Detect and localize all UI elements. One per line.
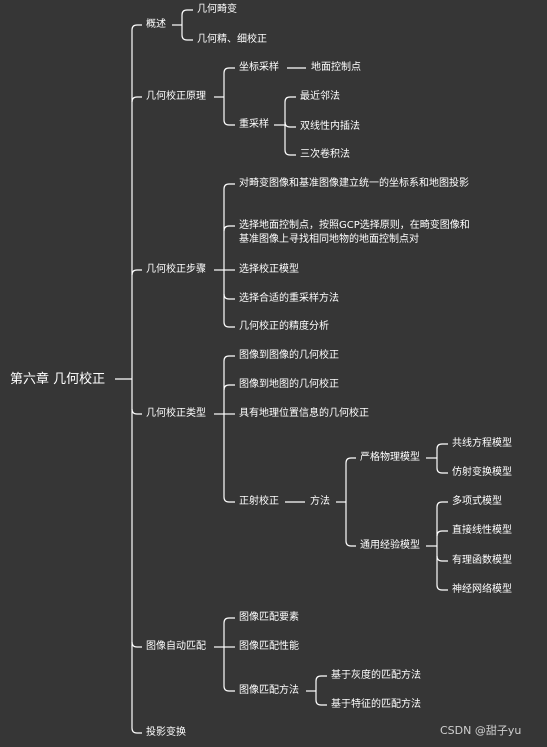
node-empirical-model[interactable]: 通用经验模型	[360, 540, 420, 551]
connector-line-20	[284, 121, 296, 128]
connector-line-19	[284, 96, 296, 103]
connector-line-43	[436, 467, 448, 474]
node-geometric-distortion[interactable]: 几何畸变	[197, 4, 237, 15]
connector-line-54	[223, 685, 235, 692]
connector-line-4	[131, 269, 142, 276]
node-image-to-map[interactable]: 图像到地图的几何校正	[239, 379, 339, 390]
connector-line-27	[223, 293, 235, 300]
node-cubic[interactable]: 三次卷积法	[300, 149, 350, 160]
node-dlt[interactable]: 直接线性模型	[452, 525, 512, 536]
node-resampling[interactable]: 重采样	[239, 119, 269, 130]
connector-line-42	[436, 443, 448, 450]
node-image-to-image[interactable]: 图像到图像的几何校正	[239, 350, 339, 361]
connector-line-48	[436, 555, 448, 562]
connector-line-21	[284, 149, 296, 156]
node-gray-based[interactable]: 基于灰度的匹配方法	[331, 670, 421, 681]
root-node[interactable]: 第六章 几何校正	[10, 372, 106, 387]
connector-line-47	[436, 530, 448, 537]
connector-line-6	[131, 641, 142, 648]
connector-line-5	[131, 408, 142, 415]
node-coordinate-sampling[interactable]: 坐标采样	[239, 62, 279, 73]
connector-line-11	[181, 34, 193, 41]
node-matching-methods[interactable]: 图像匹配方法	[239, 685, 299, 696]
node-gcp[interactable]: 地面控制点	[311, 62, 361, 73]
node-auto-matching[interactable]: 图像自动匹配	[146, 641, 206, 652]
node-collinearity[interactable]: 共线方程模型	[452, 438, 512, 449]
node-projection[interactable]: 投影变换	[146, 727, 186, 738]
node-nearest-neighbor[interactable]: 最近邻法	[300, 91, 340, 102]
connector-line-25	[223, 225, 235, 232]
node-principle[interactable]: 几何校正原理	[146, 91, 206, 102]
node-overview[interactable]: 概述	[146, 19, 166, 30]
connector-line-46	[436, 501, 448, 508]
connector-line-49	[436, 584, 448, 591]
node-rigorous-model[interactable]: 严格物理模型	[360, 452, 420, 463]
node-feature-based[interactable]: 基于特征的匹配方法	[331, 699, 421, 710]
connector-line-57	[315, 675, 327, 682]
node-method[interactable]: 方法	[310, 496, 330, 507]
node-types[interactable]: 几何校正类型	[146, 408, 206, 419]
node-polynomial[interactable]: 多项式模型	[452, 496, 502, 507]
connector-line-38	[345, 457, 356, 464]
node-step-accuracy[interactable]: 几何校正的精度分析	[239, 321, 329, 332]
connector-line-28	[223, 321, 235, 328]
node-step-select-gcp[interactable]: 选择地面控制点，按照GCP选择原则，在畸变图像和基准图像上寻找相同地物的地面控制…	[239, 220, 470, 245]
node-rational-function[interactable]: 有理函数模型	[452, 555, 512, 566]
connector-line-34	[223, 496, 235, 503]
connector-line-32	[223, 384, 235, 391]
node-bilinear[interactable]: 双线性内插法	[300, 121, 360, 132]
node-fine-correction[interactable]: 几何精、细校正	[197, 34, 267, 45]
node-affine[interactable]: 仿射变换模型	[452, 467, 512, 478]
connector-line-24	[223, 183, 235, 190]
connector-line-14	[223, 67, 235, 74]
connector-line-15	[223, 119, 235, 126]
connector-line-10	[181, 9, 193, 16]
connector-line-7	[131, 727, 142, 734]
node-steps[interactable]: 几何校正步骤	[146, 264, 206, 275]
node-georeferenced[interactable]: 具有地理位置信息的几何校正	[239, 408, 369, 419]
node-step-coordinate-system[interactable]: 对畸变图像和基准图像建立统一的坐标系和地图投影	[239, 178, 469, 189]
node-matching-elements[interactable]: 图像匹配要素	[239, 612, 299, 623]
connector-line-31	[223, 355, 235, 362]
node-matching-performance[interactable]: 图像匹配性能	[239, 641, 299, 652]
node-step-resample-method[interactable]: 选择合适的重采样方法	[239, 293, 339, 304]
node-neural-network[interactable]: 神经网络模型	[452, 584, 512, 595]
connector-line-52	[223, 617, 235, 624]
watermark: CSDN @甜子yu	[440, 724, 522, 737]
node-step-model[interactable]: 选择校正模型	[239, 264, 299, 275]
node-orthorectification[interactable]: 正射校正	[239, 496, 279, 507]
connector-line-58	[315, 699, 327, 706]
connector-line-2	[131, 24, 142, 31]
connector-line-39	[345, 540, 356, 547]
connector-line-3	[131, 96, 142, 103]
